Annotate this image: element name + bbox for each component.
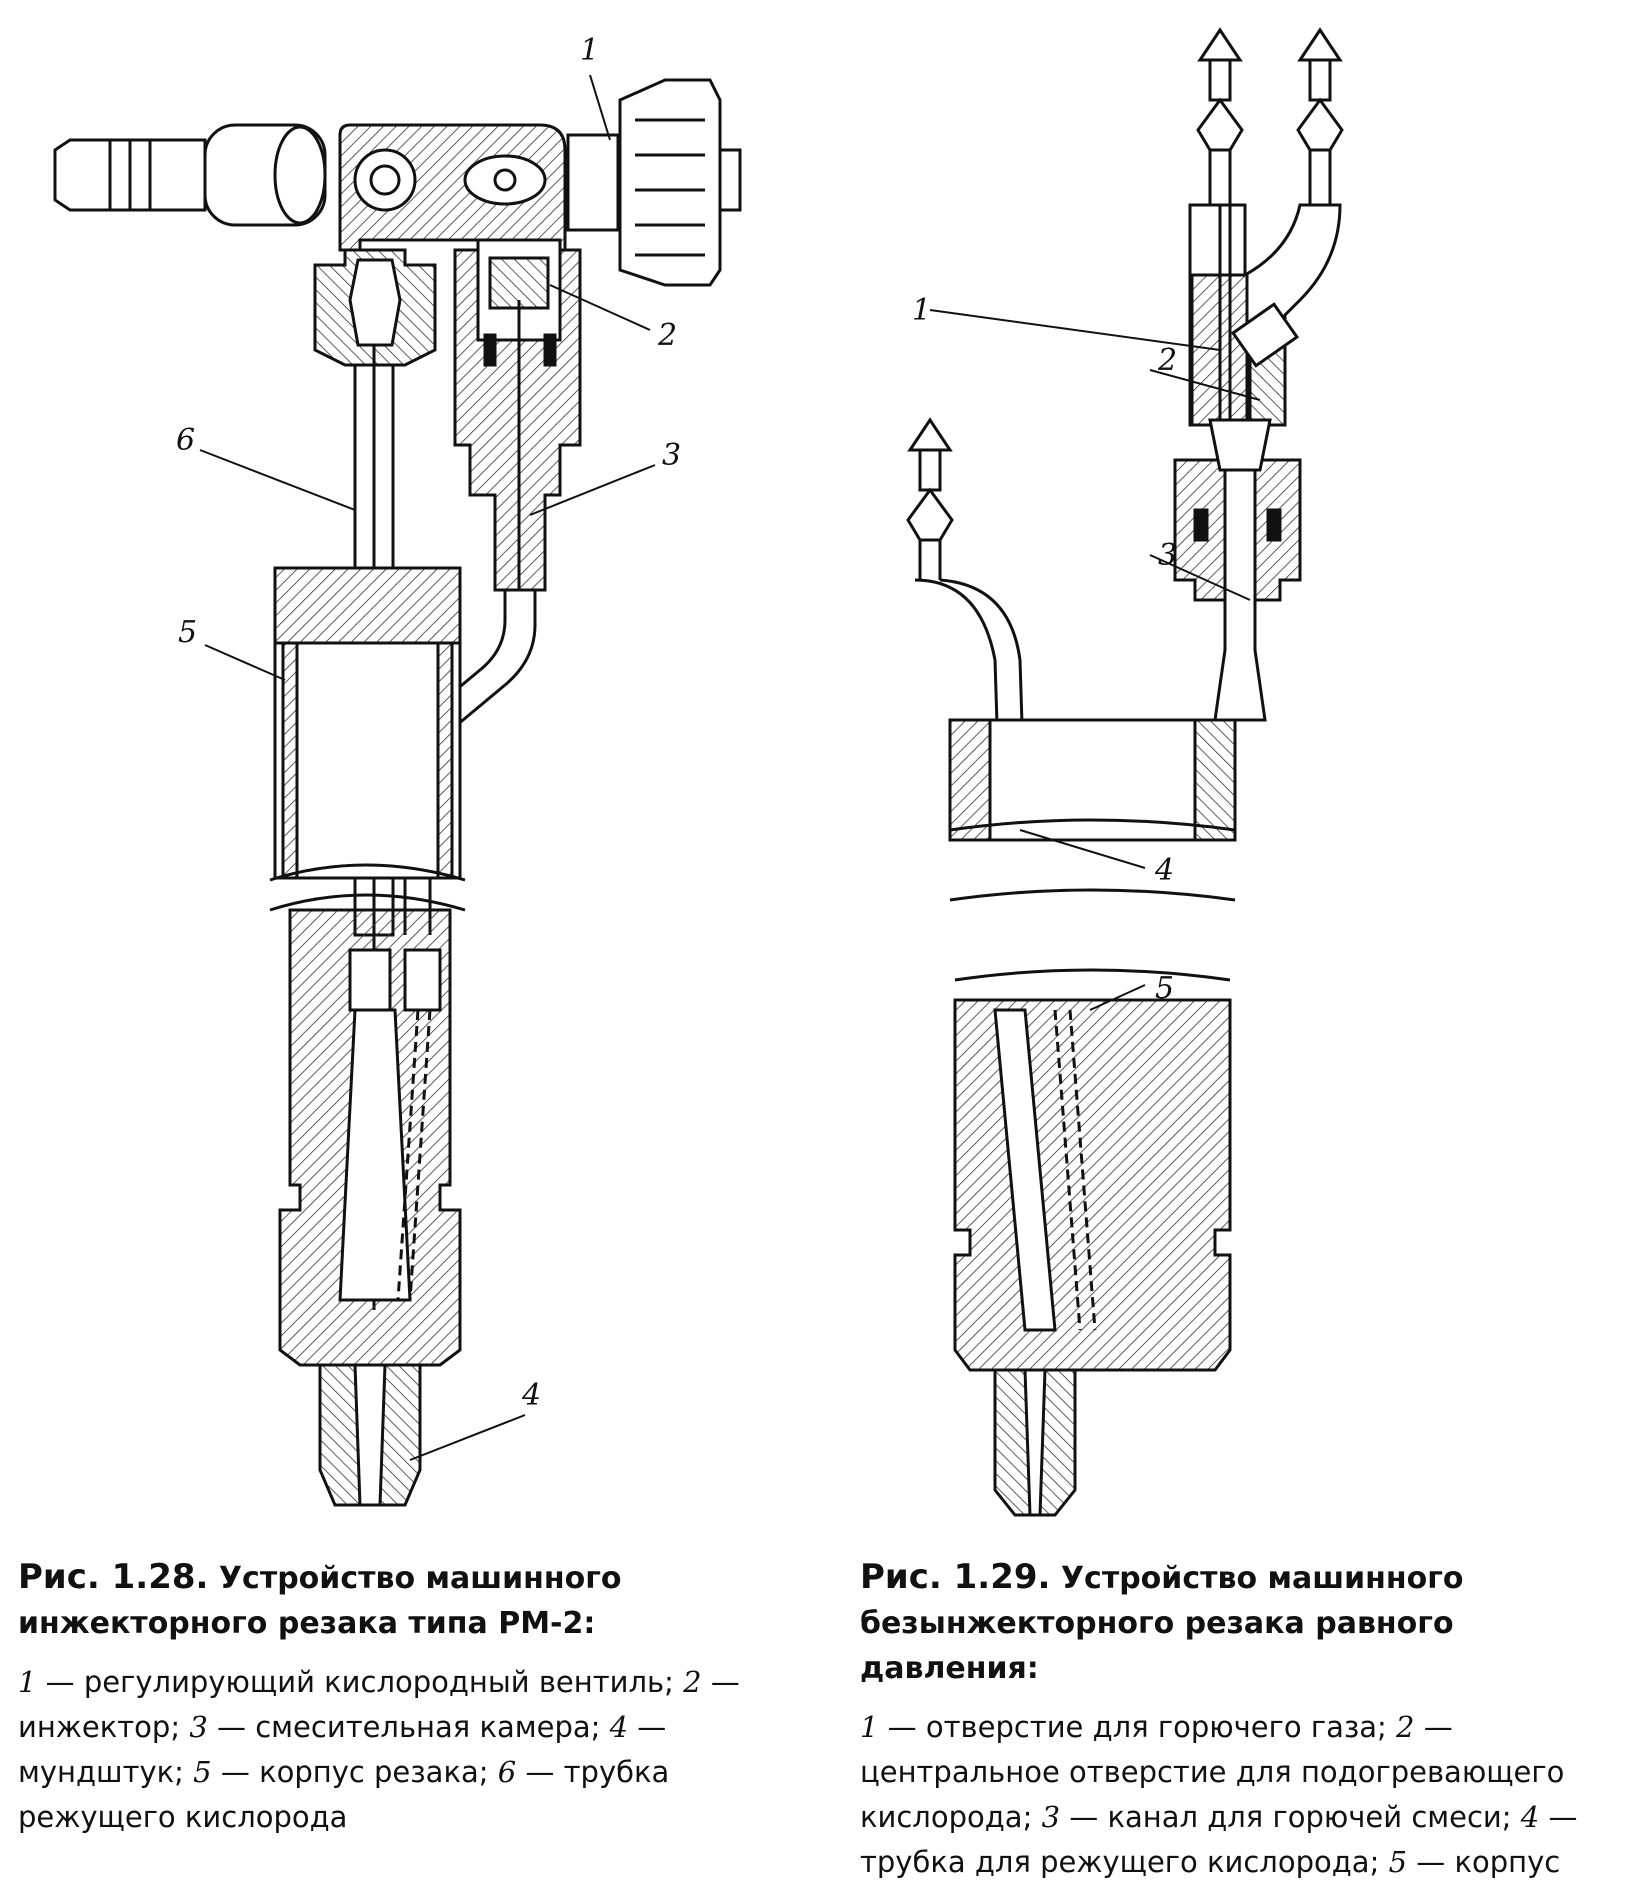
caption-legend: 1 — отверстие для горючего газа; 2 — цен…: [860, 1705, 1630, 1885]
caption-figure-1-28: Рис. 1.28. Устройство машинного инжектор…: [18, 1555, 798, 1840]
side-oxygen-tube: [906, 417, 1027, 821]
legend-item: 5 — корпус резака;: [193, 1755, 489, 1789]
injector-housing: [453, 238, 582, 592]
label-5: 5: [178, 615, 197, 650]
caption-figure-1-29: Рис. 1.29. Устройство машинного безынжек…: [860, 1555, 1630, 1885]
oxygen-valve-knob: [566, 78, 742, 287]
caption-title: Рис. 1.29. Устройство машинного безынжек…: [860, 1555, 1630, 1691]
label-1: 1: [580, 33, 599, 68]
label-3: 3: [662, 438, 681, 473]
label-2: 2: [1157, 343, 1177, 378]
caption-title-text: Устройство машинного безынжекторного рез…: [860, 1561, 1464, 1686]
caption-number: Рис. 1.28.: [18, 1557, 209, 1597]
leader-lines: [199, 74, 656, 1461]
mixing-section: [1173, 418, 1302, 722]
upper-head: [1188, 203, 1342, 427]
legend-item: 2 — центральное отверстие для подогреваю…: [860, 1710, 1565, 1834]
label-2: 2: [657, 318, 677, 353]
legend-item: 3 — канал для горючей смеси;: [1041, 1800, 1512, 1834]
tube-coupling: [313, 248, 437, 367]
figure-1-29-drawing: 1 2 3 4 5: [820, 0, 1642, 1540]
nozzle-tip: [318, 1363, 422, 1507]
caption-title-text: Устройство машинного инжекторного резака…: [18, 1561, 622, 1641]
head-block: [338, 123, 567, 252]
figure-1-28-drawing: 1 2 3 4 5 6: [0, 0, 820, 1540]
label-6: 6: [176, 423, 195, 458]
legend-item: 1 — отверстие для горючего газа;: [860, 1710, 1387, 1744]
legend-item: 4 — мундштук;: [18, 1710, 667, 1789]
cutter-body-lower: [278, 908, 462, 1367]
caption-legend: 1 — регулирующий кислородный вентиль; 2 …: [18, 1660, 798, 1840]
caption-number: Рис. 1.29.: [860, 1557, 1051, 1597]
cutter-body: [948, 718, 1237, 1372]
label-4: 4: [521, 1378, 541, 1413]
cutter-body-upper: [269, 566, 466, 912]
legend-item: 2 — инжектор;: [18, 1665, 740, 1744]
gas-nipple: [1196, 27, 1244, 207]
label-4: 4: [1154, 853, 1174, 888]
legend-item: 6 — трубка режущего кислорода: [18, 1755, 670, 1834]
hose-nipple: [53, 123, 327, 227]
label-3: 3: [1158, 538, 1177, 573]
caption-title: Рис. 1.28. Устройство машинного инжектор…: [18, 1555, 798, 1646]
leader-lines: [929, 309, 1261, 1011]
label-1: 1: [912, 293, 931, 328]
label-5: 5: [1155, 971, 1174, 1006]
legend-item: 1 — регулирующий кислородный вентиль;: [18, 1665, 674, 1699]
legend-item: 5 — корпус: [1388, 1845, 1561, 1879]
oxygen-nipple: [1296, 27, 1344, 207]
nozzle-tip: [993, 1368, 1077, 1517]
legend-item: 3 — смесительная камера;: [189, 1710, 601, 1744]
